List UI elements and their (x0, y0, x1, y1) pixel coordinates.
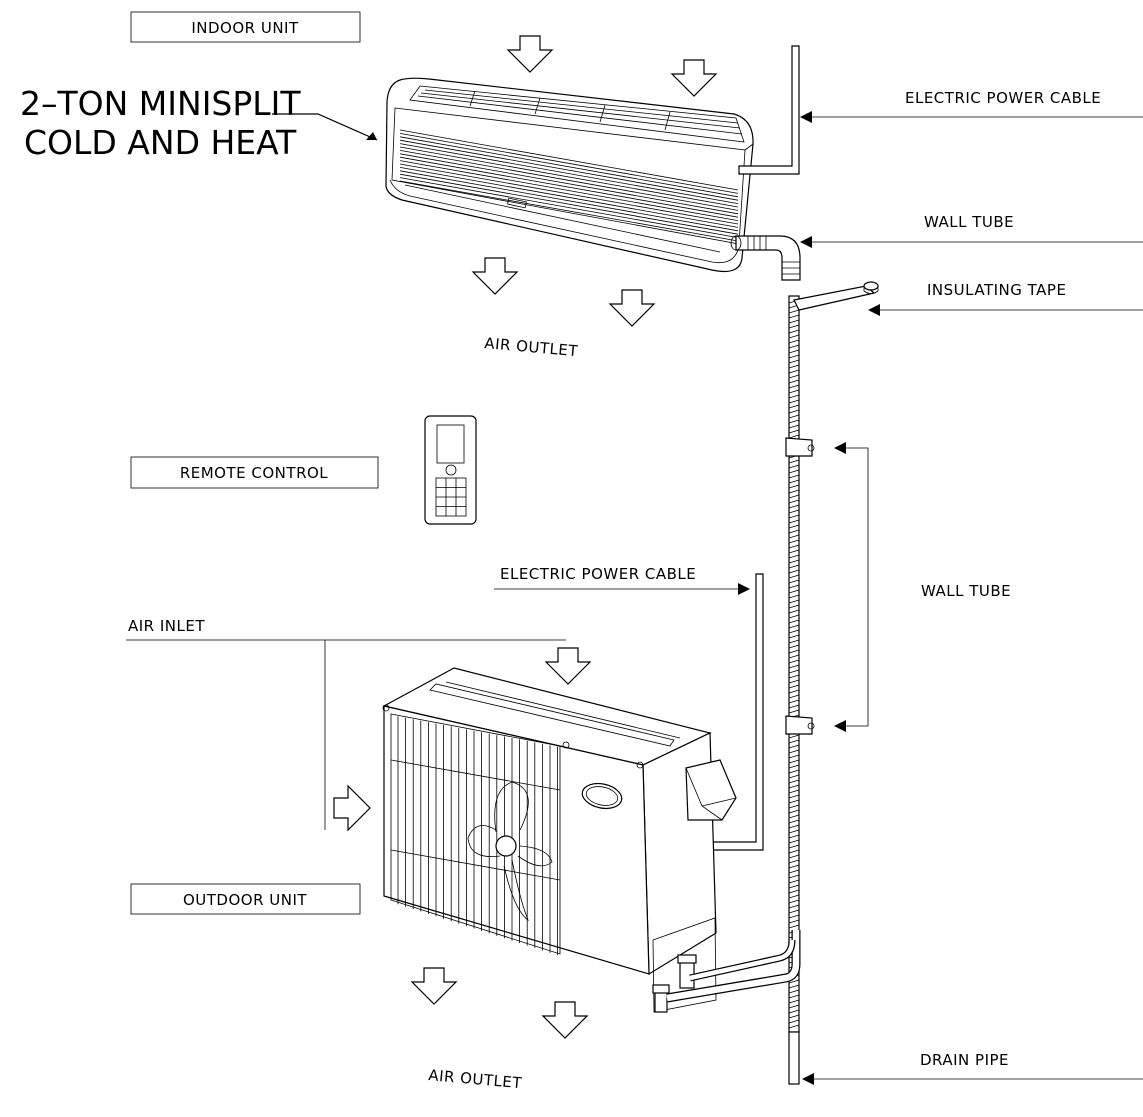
outdoor-unit (382, 667, 801, 1013)
electric-power-cable-top-label: ELECTRIC POWER CABLE (905, 89, 1101, 107)
wall-tube-mid-callout: WALL TUBE (834, 442, 1011, 732)
air-inlet-callout: AIR INLET (126, 617, 566, 830)
service-valves (652, 954, 697, 1013)
remote-control-label: REMOTE CONTROL (180, 464, 328, 482)
drain-pipe-callout: DRAIN PIPE (788, 1031, 1143, 1085)
minisplit-callout: 2–TON MINISPLIT COLD AND HEAT (20, 84, 378, 162)
minisplit-title-line2: COLD AND HEAT (24, 123, 297, 162)
insulating-tape-callout: INSULATING TAPE (868, 281, 1143, 316)
indoor-unit-label-box: INDOOR UNIT (130, 11, 361, 43)
indoor-unit-label: INDOOR UNIT (191, 19, 299, 37)
wall-tube-top-label: WALL TUBE (924, 213, 1014, 231)
indoor-wall-tube-connector (730, 235, 801, 281)
wall-tube-mid-label: WALL TUBE (921, 582, 1011, 600)
electric-power-cable-mid-label: ELECTRIC POWER CABLE (500, 565, 696, 583)
minisplit-title-line1: 2–TON MINISPLIT (20, 84, 301, 123)
outdoor-fan (467, 781, 553, 922)
outdoor-unit-label: OUTDOOR UNIT (183, 891, 307, 909)
indoor-unit (385, 77, 754, 273)
outdoor-unit-label-box: OUTDOOR UNIT (130, 883, 361, 915)
indoor-air-outlet-arrows (472, 257, 655, 327)
wall-tube-top-callout: WALL TUBE (800, 213, 1143, 248)
insulating-tape-label: INSULATING TAPE (927, 281, 1066, 299)
electric-power-cable-top-callout: ELECTRIC POWER CABLE (800, 89, 1143, 123)
vertical-wall-tube (785, 281, 879, 1033)
outdoor-air-outlet-arrows (411, 967, 588, 1039)
air-outlet-top-label: AIR OUTLET (484, 334, 579, 360)
remote-control (424, 415, 477, 525)
indoor-power-cable (738, 45, 800, 175)
air-outlet-bottom-label: AIR OUTLET (428, 1066, 523, 1092)
remote-control-label-box: REMOTE CONTROL (130, 456, 379, 489)
drain-pipe-label: DRAIN PIPE (920, 1051, 1009, 1069)
air-inlet-label: AIR INLET (128, 617, 205, 635)
indoor-air-intake-arrows (507, 35, 717, 97)
electric-power-cable-mid-callout: ELECTRIC POWER CABLE (494, 565, 750, 595)
